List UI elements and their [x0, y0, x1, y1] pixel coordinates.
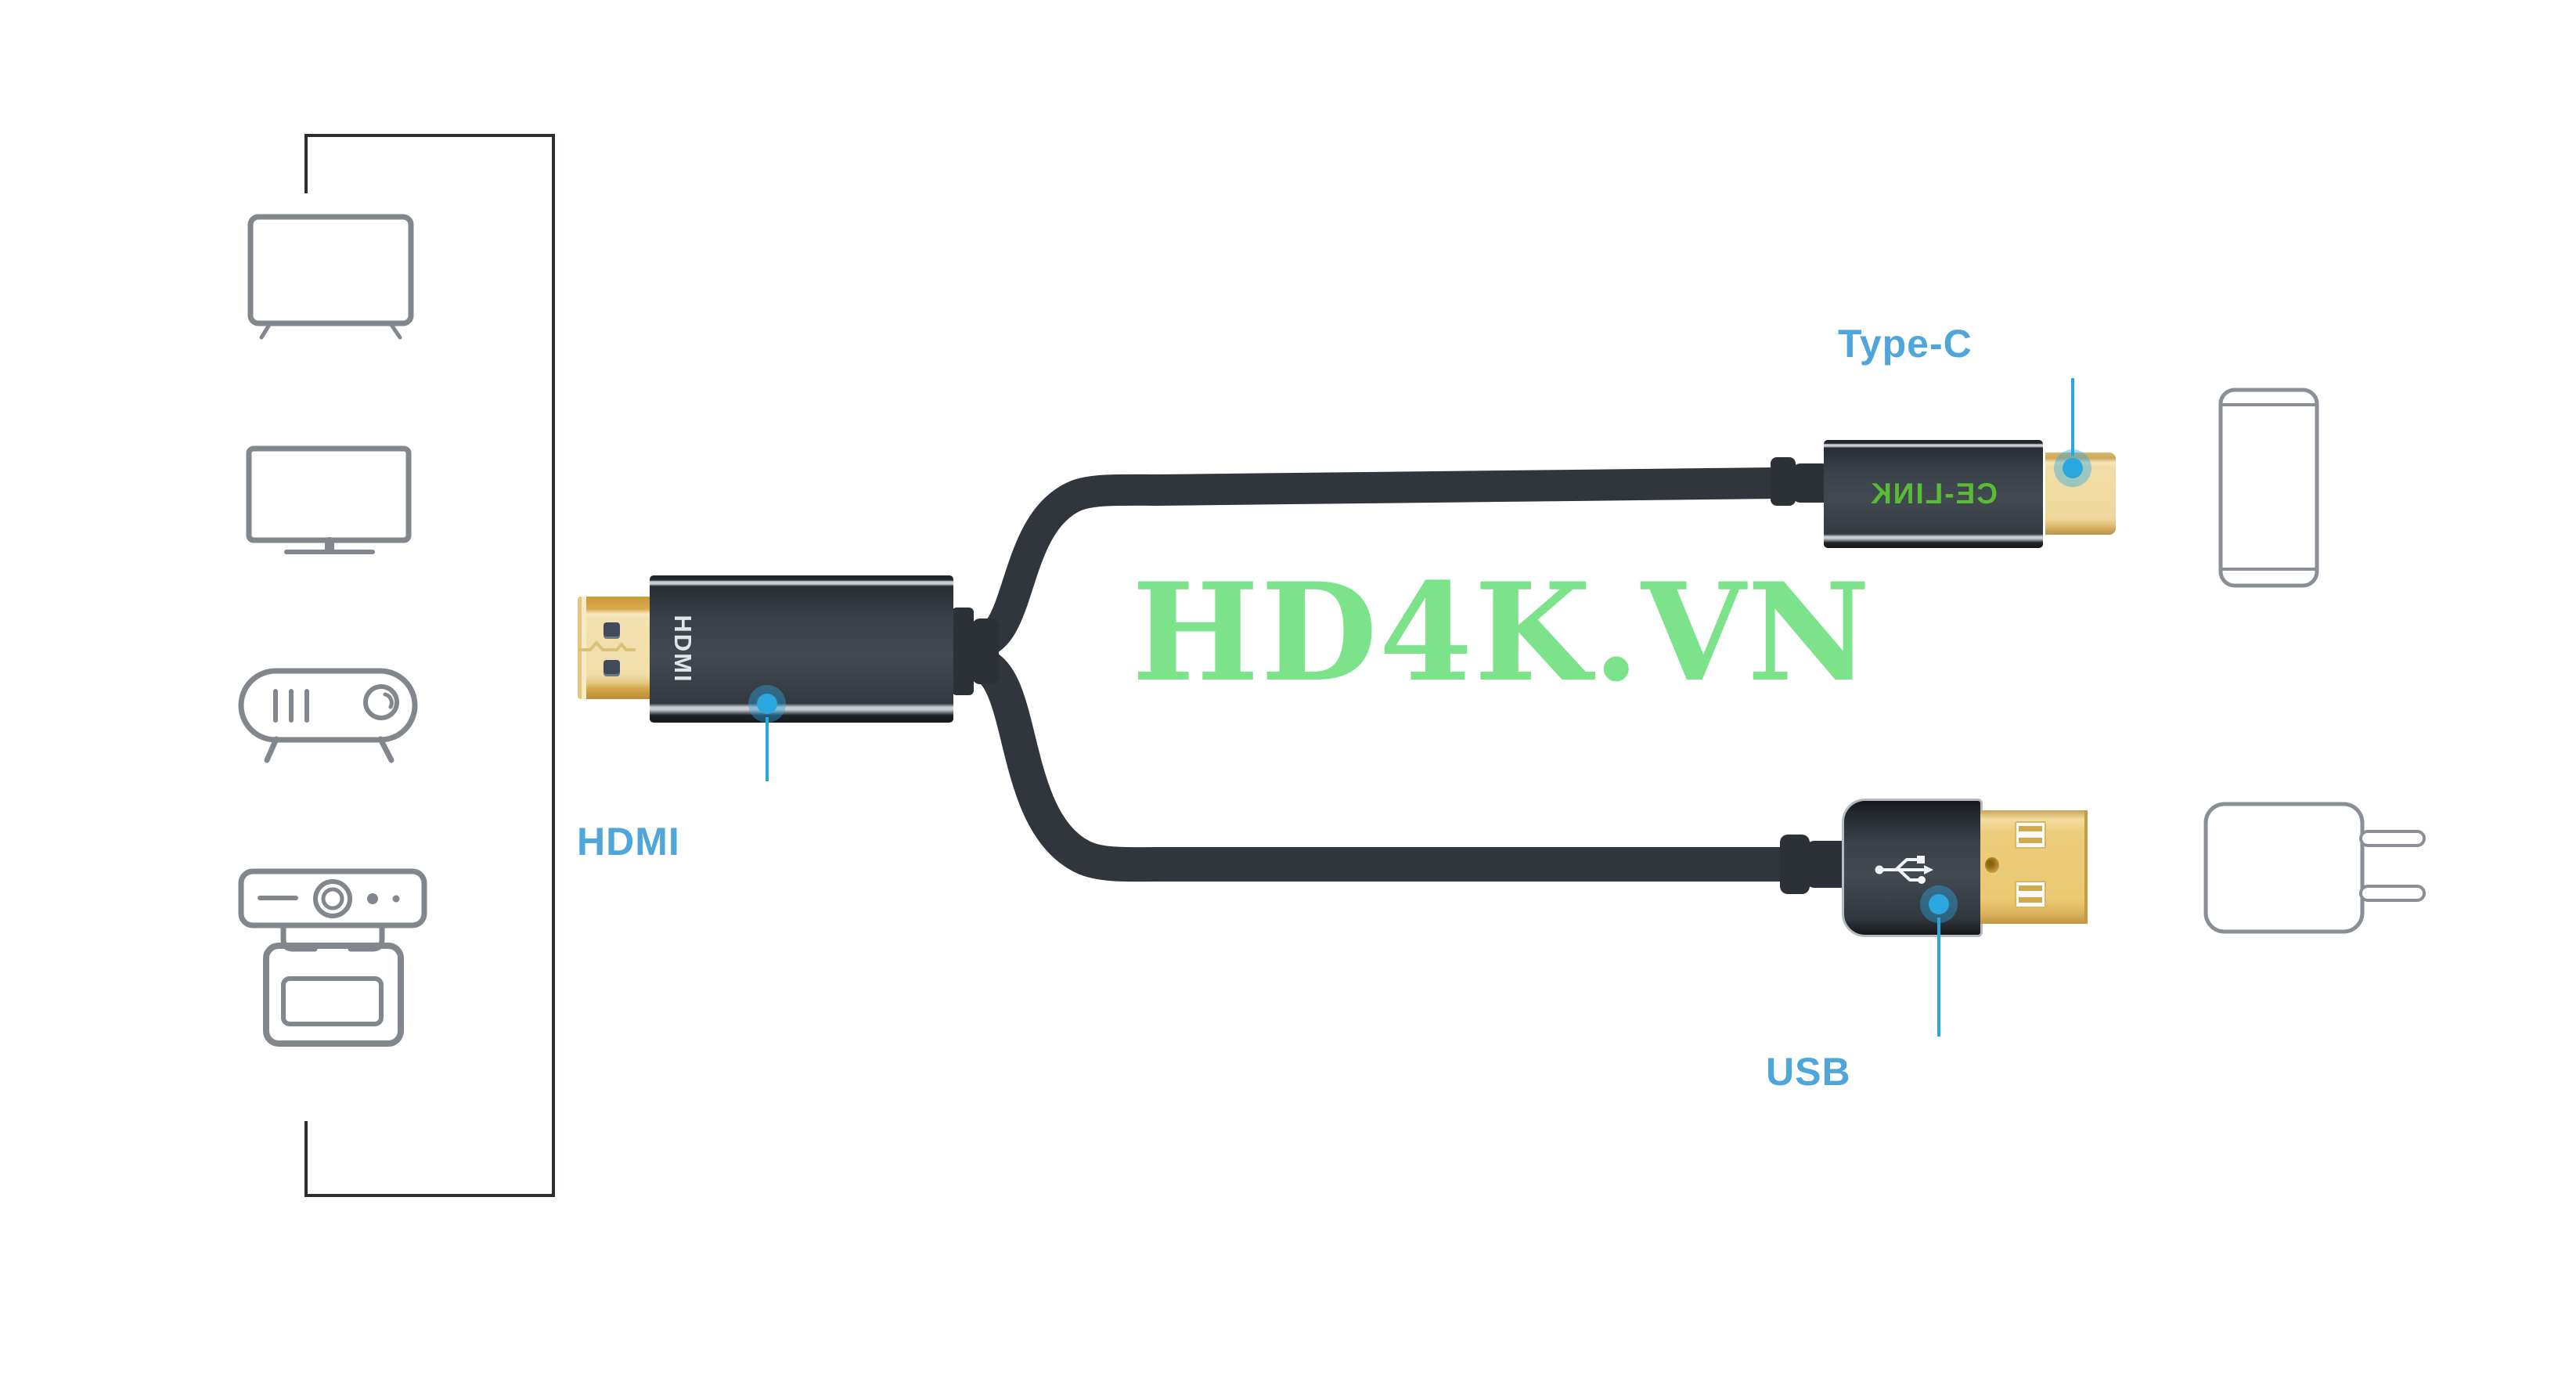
hdmi-plug-seam [578, 640, 636, 651]
usb-boot [1780, 835, 1810, 894]
projector-icon [238, 668, 418, 763]
monitor-icon [246, 445, 412, 554]
usb-trident-icon [1875, 856, 1933, 884]
typec-callout-dot [2054, 449, 2091, 487]
hdmi-plug-pin [603, 622, 620, 639]
hdmi-boot-step [972, 618, 999, 684]
hdmi-connector-body: HDMI [650, 575, 953, 723]
hdmi-callout-label: HDMI [577, 820, 680, 864]
cable-branches [961, 467, 1805, 882]
typec-connector-body: CE-LINK [1824, 440, 2043, 548]
typec-callout-dot-core [2063, 458, 2083, 478]
hdmi-gold-plug [578, 597, 653, 699]
usb-boot-step [1805, 841, 1852, 888]
usb-callout-label: USB [1766, 1050, 1851, 1094]
usb-contact-slot [2015, 881, 2046, 908]
hdmi-callout-dot [748, 685, 786, 723]
usb-contact-bar [2019, 838, 2042, 843]
usb-connector-body [1842, 799, 1983, 937]
smartphone-icon [2218, 388, 2319, 588]
typec-callout-label: Type-C [1838, 322, 1973, 366]
cable-branch-usb [961, 647, 1805, 882]
tv-icon [247, 214, 414, 340]
usb-shell-hole [1985, 857, 1999, 873]
usb-callout-dot-core [1929, 894, 1949, 914]
usb-contact-bar [2019, 885, 2042, 891]
device-group-bracket [304, 134, 555, 1197]
watermark-text: HD4K.VN [1132, 553, 1872, 712]
hdmi-callout-line [766, 717, 769, 781]
typec-brand-print: CE-LINK [1868, 478, 1998, 510]
hdmi-plug-pin [603, 660, 620, 676]
hdmi-boot [952, 608, 974, 695]
cable-branch-typec [963, 467, 1792, 659]
wall-charger-icon [2203, 802, 2426, 934]
strain-relief-boots [952, 457, 1852, 894]
usb-callout-dot [1920, 885, 1958, 923]
hdmi-print-label: HDMI [669, 615, 697, 683]
usb-contact-bar [2019, 897, 2042, 903]
usb-callout-line [1937, 918, 1940, 1037]
typec-boot-step [1792, 463, 1830, 503]
usb-contact-slot [2015, 821, 2046, 849]
typec-callout-line [2071, 378, 2074, 456]
typec-boot [1771, 457, 1796, 506]
usb-contact-bar [2019, 826, 2042, 831]
usb-gold-shell [1980, 810, 2088, 924]
hdmi-callout-dot-core [757, 694, 777, 714]
webcam-icon [238, 868, 427, 1047]
